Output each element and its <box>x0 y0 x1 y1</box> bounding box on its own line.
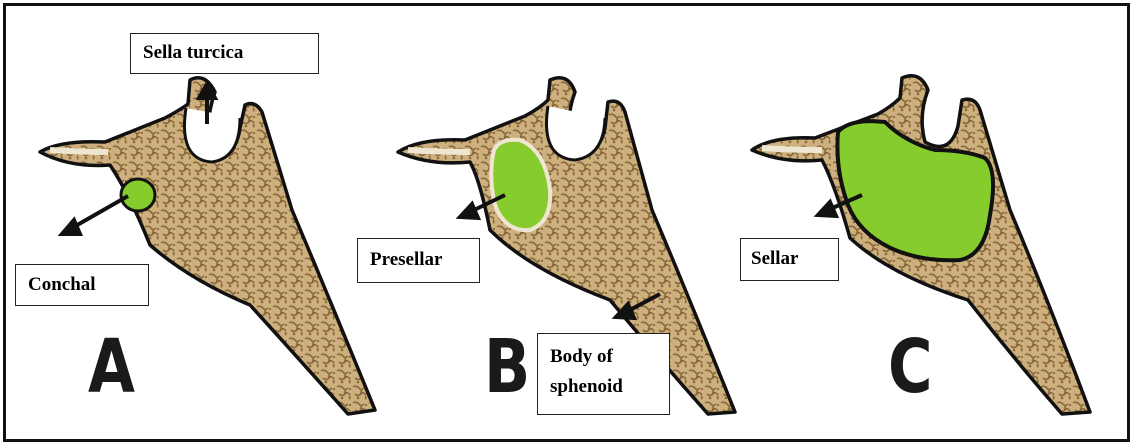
body-of-sphenoid-line1: Body of <box>550 342 669 372</box>
arrow-conchal <box>72 196 128 228</box>
panel-letter-c: C <box>888 330 933 404</box>
conchal-label: Conchal <box>15 264 149 306</box>
arrow-presellar-head <box>460 204 478 218</box>
sellar-label: Sellar <box>740 238 839 281</box>
body-of-sphenoid-label: Body of sphenoid <box>537 333 670 415</box>
arrow-conchal-head <box>62 220 80 234</box>
presellar-label: Presellar <box>357 238 480 283</box>
panel-letter-a: A <box>88 330 135 404</box>
panel-letter-b: B <box>484 330 530 404</box>
arrow-sellar-head <box>818 202 836 216</box>
body-of-sphenoid-line2: sphenoid <box>550 372 669 402</box>
sella-turcica-label: Sella turcica <box>130 33 319 74</box>
